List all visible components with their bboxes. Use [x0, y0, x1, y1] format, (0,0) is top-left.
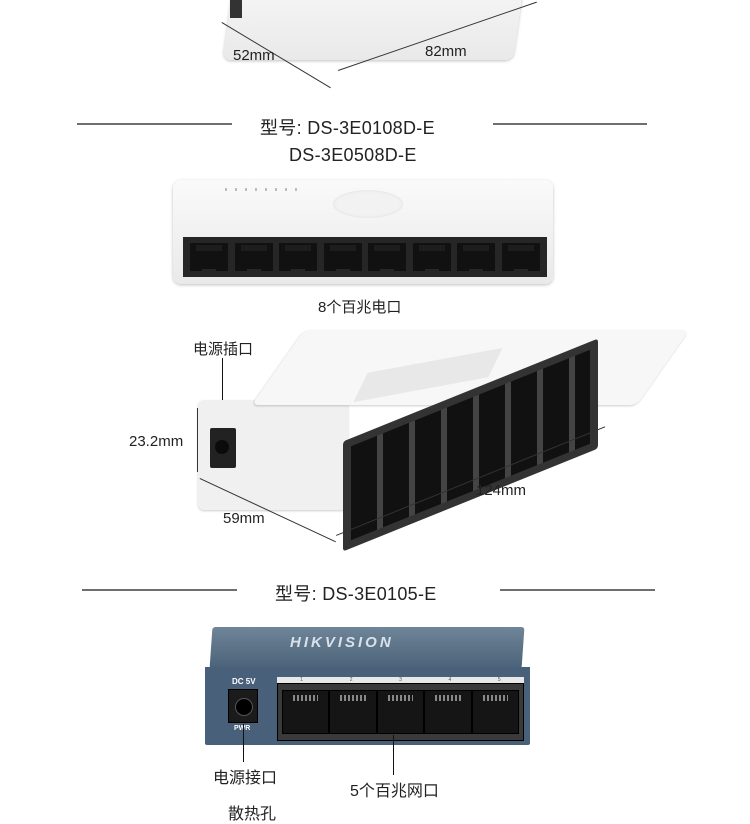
led-indicators — [225, 188, 305, 191]
power-pointer-line — [222, 358, 223, 428]
switch-5port-image: HIKVISION DC 5V PWR 1 2 3 4 5 — [205, 627, 530, 747]
ethernet-port — [368, 243, 407, 275]
port-strip-8 — [183, 237, 547, 277]
divider-left-8port — [77, 123, 232, 125]
ethernet-port — [329, 690, 377, 734]
ethernet-port — [376, 690, 425, 734]
port-strip-5 — [277, 683, 524, 741]
dc-power-jack — [210, 428, 236, 468]
port-number: 1 — [300, 677, 304, 683]
ports-pointer-line — [393, 735, 394, 775]
ethernet-port — [234, 243, 273, 275]
power-port-caption: 电源接口 — [213, 770, 278, 787]
dim-width-top: 52mm — [233, 47, 275, 64]
port-number: 4 — [448, 677, 452, 683]
divider-right-8port — [493, 123, 647, 125]
switch-8port-front-image — [173, 180, 553, 284]
port-number: 5 — [497, 677, 501, 683]
ethernet-port — [424, 690, 472, 734]
caption-8-ports: 8个百兆电口 — [318, 299, 402, 316]
model-heading-5port: 型号: DS-3E0105-E — [275, 584, 437, 604]
model-primary: DS-3E0108D-E — [307, 118, 435, 138]
model-prefix: 型号: — [260, 118, 302, 138]
ports-caption: 5个百兆网口 — [350, 783, 439, 800]
dc-power-jack-5port — [228, 689, 258, 723]
ethernet-port — [501, 243, 540, 275]
power-socket-label: 电源插口 — [193, 341, 254, 358]
port-number: 3 — [399, 677, 402, 683]
ethernet-port — [279, 243, 318, 275]
dimension-line-height — [197, 408, 198, 472]
ethernet-port — [457, 243, 496, 275]
power-pointer-line-5port — [243, 724, 244, 762]
dim-length: 124mm — [476, 482, 527, 499]
ethernet-port — [323, 243, 362, 275]
dim-length-top: 82mm — [425, 43, 467, 60]
model-heading-8port: 型号: DS-3E0108D-E — [260, 114, 435, 140]
ethernet-port — [471, 690, 520, 734]
dim-width: 59mm — [223, 510, 265, 527]
model-secondary: DS-3E0508D-E — [289, 145, 417, 165]
divider-right-5port — [500, 589, 655, 591]
port-number-bar: 1 2 3 4 5 — [277, 677, 524, 683]
logo-emboss — [333, 190, 403, 218]
dim-height: 23.2mm — [129, 433, 184, 450]
ethernet-port — [190, 243, 229, 275]
brand-logo: HIKVISION — [290, 634, 394, 651]
switch-8port-perspective-image — [198, 330, 690, 588]
divider-left-5port — [82, 589, 237, 591]
ethernet-port — [412, 243, 451, 275]
top-switch-image — [220, 0, 530, 70]
dc-label: DC 5V — [232, 677, 256, 686]
pwr-label: PWR — [234, 725, 250, 732]
ethernet-port — [282, 690, 330, 734]
vent-caption: 散热孔 — [228, 806, 277, 823]
port-number: 2 — [349, 677, 353, 683]
